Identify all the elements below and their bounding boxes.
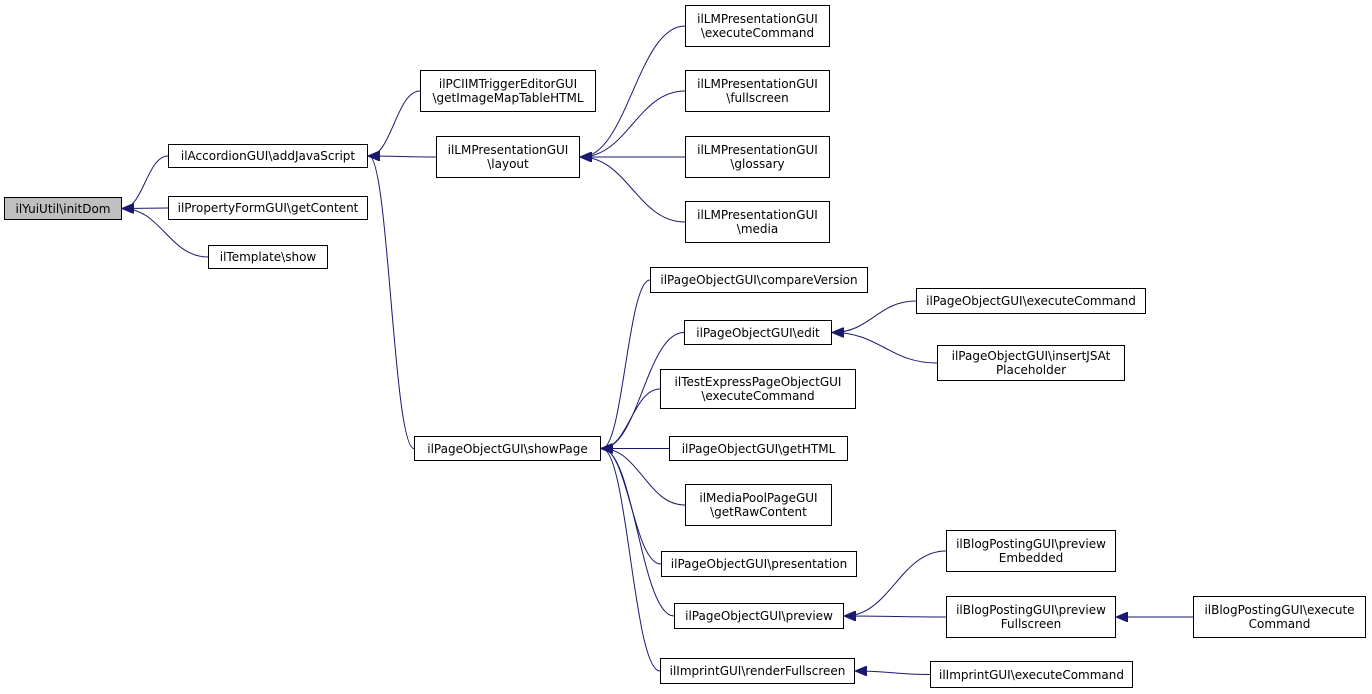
node-label-line: ilBlogPostingGUI\preview: [956, 603, 1106, 617]
node-label-line: ilBlogPostingGUI\preview: [956, 537, 1106, 551]
node-ilimprintgui-renderfullscreen[interactable]: ilImprintGUI\renderFullscreen: [660, 658, 855, 684]
call-edge: [602, 388, 661, 449]
call-edge: [123, 155, 169, 209]
node-label-line: ilLMPresentationGUI: [697, 12, 818, 26]
call-edge: [833, 333, 938, 364]
call-edge: [602, 449, 686, 506]
node-label-line: ilTestExpressPageObjectGUI: [674, 375, 842, 389]
call-edge: [369, 156, 415, 449]
node-ilpageobjectgui-gethtml[interactable]: ilPageObjectGUI\getHTML: [669, 436, 848, 461]
node-ilpageobjectgui-preview[interactable]: ilPageObjectGUI\preview: [674, 603, 844, 629]
node-label-line: \executeCommand: [701, 389, 815, 403]
node-label-line: ilPCIIMTriggerEditorGUI: [438, 77, 578, 91]
call-edge: [581, 25, 686, 157]
node-iluiutil-initdom: ilYuiUtil\initDom: [4, 197, 122, 220]
call-edge: [845, 616, 947, 617]
node-label-line: \glossary: [730, 157, 785, 171]
call-edge: [369, 90, 421, 156]
node-label-line: ilPageObjectGUI\showPage: [427, 441, 588, 456]
node-label-line: ilLMPresentationGUI: [697, 77, 818, 91]
node-label-line: ilYuiUtil\initDom: [15, 201, 111, 216]
call-edge: [369, 156, 437, 157]
node-label-line: ilLMPresentationGUI: [447, 143, 569, 157]
call-edge: [833, 300, 917, 333]
node-label-line: ilPageObjectGUI\edit: [696, 325, 820, 340]
call-edge: [581, 157, 686, 223]
node-label-line: Fullscreen: [1000, 617, 1062, 631]
node-label-line: ilPageObjectGUI\insertJSAt: [951, 349, 1111, 363]
node-ilimprintgui-executecommand[interactable]: ilImprintGUI\executeCommand: [930, 661, 1133, 688]
node-label-line: ilImprintGUI\executeCommand: [938, 667, 1124, 682]
node-label-line: ilPropertyFormGUI\getContent: [177, 201, 359, 215]
node-ilpropertyformgui-getcontent[interactable]: ilPropertyFormGUI\getContent: [168, 196, 368, 220]
node-label-line: \getRawContent: [710, 505, 807, 519]
node-label-line: ilPageObjectGUI\preview: [685, 609, 833, 623]
call-edge: [845, 550, 947, 616]
call-edge: [602, 449, 661, 672]
node-ilpageobjectgui-executecommand[interactable]: ilPageObjectGUI\executeCommand: [916, 288, 1146, 314]
node-label-line: ilLMPresentationGUI: [697, 208, 818, 222]
node-label-line: \executeCommand: [700, 26, 815, 40]
node-illmpresentationgui-executecommand[interactable]: ilLMPresentationGUI\executeCommand: [685, 5, 830, 47]
node-label-line: ilMediaPoolPageGUI: [699, 491, 818, 505]
call-edge: [602, 279, 651, 449]
node-ilpageobjectgui-compareversion[interactable]: ilPageObjectGUI\compareVersion: [650, 267, 868, 293]
node-ilmediapoolpagegui-getrawcontent[interactable]: ilMediaPoolPageGUI\getRawContent: [685, 484, 832, 526]
node-ilpageobjectgui-presentation[interactable]: ilPageObjectGUI\presentation: [661, 551, 857, 577]
node-label-line: \layout: [487, 157, 529, 171]
node-illmpresentationgui-fullscreen[interactable]: ilLMPresentationGUI\fullscreen: [685, 70, 830, 112]
node-label-line: ilPageObjectGUI\compareVersion: [660, 273, 858, 287]
node-label-line: ilPageObjectGUI\presentation: [670, 557, 848, 571]
node-label-line: Placeholder: [995, 363, 1067, 377]
node-iltestexpresspageobjectgui-executecommand[interactable]: ilTestExpressPageObjectGUI\executeComman…: [660, 369, 856, 409]
node-label-line: ilBlogPostingGUI\execute: [1204, 603, 1355, 617]
node-label-line: \getImageMapTableHTML: [432, 91, 584, 105]
node-ilaccordiongui-addjavascript[interactable]: ilAccordionGUI\addJavaScript: [168, 144, 368, 168]
node-illmpresentationgui-glossary[interactable]: ilLMPresentationGUI\glossary: [685, 136, 830, 178]
call-edge: [856, 671, 931, 675]
node-iltemplate-show[interactable]: ilTemplate\show: [208, 245, 328, 269]
node-label-line: ilPageObjectGUI\getHTML: [681, 441, 836, 456]
node-ilpageobjectgui-showpage[interactable]: ilPageObjectGUI\showPage: [414, 436, 601, 461]
node-illmpresentationgui-layout[interactable]: ilLMPresentationGUI\layout: [436, 136, 580, 178]
node-label-line: ilImprintGUI\renderFullscreen: [669, 664, 846, 678]
call-edge: [602, 449, 675, 617]
node-ilpciimtriggereditorgui-getimagemaptablehtml[interactable]: ilPCIIMTriggerEditorGUI\getImageMapTable…: [420, 70, 596, 112]
node-label-line: Command: [1248, 617, 1311, 631]
node-illmpresentationgui-media[interactable]: ilLMPresentationGUI\media: [685, 201, 830, 243]
call-edge: [581, 90, 686, 157]
node-label-line: ilAccordionGUI\addJavaScript: [180, 149, 356, 163]
node-label-line: \fullscreen: [726, 91, 789, 105]
node-label-line: ilTemplate\show: [219, 250, 317, 264]
node-label-line: Embedded: [998, 551, 1064, 565]
node-label-line: \media: [736, 222, 779, 236]
call-edge: [123, 209, 209, 258]
node-ilpageobjectgui-edit[interactable]: ilPageObjectGUI\edit: [684, 320, 832, 345]
node-label-line: ilPageObjectGUI\executeCommand: [926, 294, 1136, 308]
node-label-line: ilLMPresentationGUI: [697, 143, 818, 157]
call-edge: [123, 208, 169, 209]
